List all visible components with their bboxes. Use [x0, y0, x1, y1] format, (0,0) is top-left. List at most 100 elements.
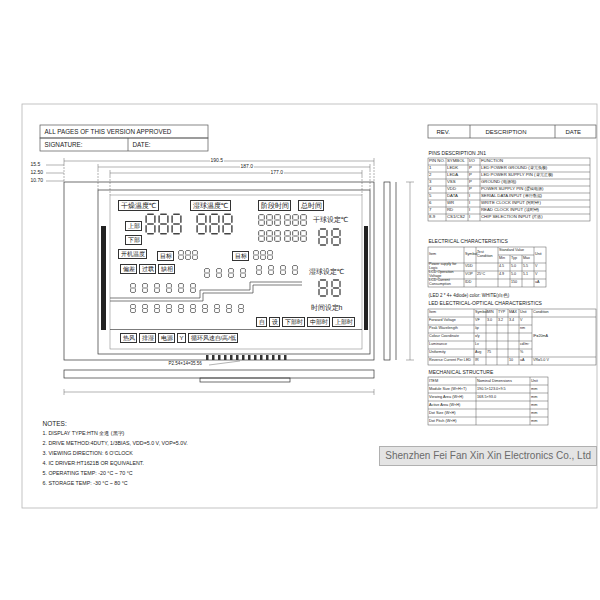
icon-text: 开机温度	[121, 251, 145, 258]
seven-segment-digits	[131, 214, 340, 312]
lcd-icon-box: 自	[256, 317, 267, 327]
table-cell: Unit	[531, 379, 547, 383]
table-cell: 4.9	[499, 273, 509, 277]
table-cell: Dot Size (W×H)	[429, 411, 475, 415]
table-cell: 5	[429, 194, 445, 199]
table-cell: 5.0	[511, 265, 521, 269]
icon-text: 缺相	[161, 266, 173, 273]
table-cell: 190.5×123.0×9.5	[477, 387, 529, 391]
table-cell: 3.2	[498, 319, 507, 323]
table-title: LED ELECTRICAL-OPTICAL CHARACTERISTICS	[428, 301, 542, 307]
title-block-text: SIGNATURE:	[44, 142, 83, 149]
table-cell: uA	[535, 281, 545, 285]
table-cell: FUNCTION	[481, 159, 589, 164]
table-cell: READ CLOCK INPUT (读时钟)	[481, 208, 589, 213]
table-cell: I	[469, 208, 479, 213]
table-cell: Typ	[511, 257, 521, 261]
table-cell: Test Condition	[477, 251, 497, 259]
table-cell: 5.1	[523, 273, 533, 277]
dimension: 190.5	[210, 158, 224, 164]
table-cell: VR=5.0 V	[533, 359, 595, 363]
table-cell: V	[535, 265, 545, 269]
table-cell: 2	[429, 173, 445, 178]
table-cell: nm	[520, 327, 531, 331]
lcd-icon-box: 上部	[125, 221, 142, 231]
table-cell: Unit	[520, 311, 531, 315]
icon-text: 目标	[235, 253, 247, 260]
dimension-lines	[46, 158, 414, 395]
icon-text: 偏差	[123, 266, 135, 273]
icon-text: 目标	[160, 253, 172, 260]
table-cell: Item	[429, 311, 473, 315]
table-cell: 8-9	[429, 215, 445, 220]
table-cell: Peak Wavelength	[429, 327, 473, 331]
icon-text: 总时间	[301, 202, 322, 210]
note: 2. DRIVE METHOD:4DUTY, 1/3BIAS, VDD=5.0 …	[42, 441, 188, 447]
table-cell: P	[469, 173, 479, 178]
table-cell: Lv	[475, 343, 485, 347]
table-cell: GROUND (电源地)	[481, 180, 589, 185]
icon-text: 中部时	[310, 319, 328, 326]
lcd-icon-box: 开机温度	[118, 249, 147, 259]
table-cell: Module Size (W×H×T)	[429, 387, 475, 391]
icon-text: Shenzhen Fei Fan Xin Xin Electronics Co.…	[385, 450, 591, 462]
dimension: 187.0	[240, 164, 254, 170]
table-cell: 3	[429, 180, 445, 185]
table-cell: VSS	[447, 180, 467, 185]
lcd-icon-box: 上部时	[332, 317, 355, 327]
pins-table-grid	[428, 158, 590, 221]
table-cell: Reverse Current Per LED	[429, 359, 473, 363]
title-block-text: DESCRIPTION	[485, 129, 527, 136]
table-cell: 1	[429, 166, 445, 171]
table-cell: SERIAL DATA INPUT (串行数据)	[481, 194, 589, 199]
table-cell: 7	[429, 208, 445, 213]
table-cell: Min	[499, 257, 509, 261]
icon-text: 热风	[123, 335, 135, 342]
table-cell: 3.0	[487, 319, 496, 323]
watermark-box: Shenzhen Fei Fan Xin Xin Electronics Co.…	[379, 446, 597, 466]
lcd-segment-lines	[110, 282, 362, 330]
lcd-icon-box: 湿球温度℃	[190, 200, 231, 211]
dimension: 10.70	[30, 178, 44, 184]
table-cell: 75	[487, 351, 496, 355]
table-cell: IR	[475, 359, 485, 363]
table-cell: 6	[429, 201, 445, 206]
icon-text: 上部时	[335, 319, 353, 326]
table-cell: x/y	[475, 335, 485, 339]
table-cell: Item	[429, 253, 463, 257]
icon-text: 排湿	[142, 335, 154, 342]
table-cell: 5.0	[511, 273, 521, 277]
table-cell: VDD	[447, 187, 467, 192]
table-cell: 150	[511, 281, 521, 285]
icon-text: 电源	[161, 335, 173, 342]
table-cell: Standard Value	[499, 249, 533, 253]
table-cell: Uniformity	[429, 351, 473, 355]
table-cell: Max	[523, 257, 533, 261]
lcd-icon-box: 设	[269, 317, 280, 327]
table-cell: VOP	[465, 273, 475, 277]
table-cell: LEDK	[447, 166, 467, 171]
table-cell: 4	[429, 187, 445, 192]
sheet-frame	[22, 104, 597, 508]
electrical-table-grid	[428, 247, 546, 287]
table-cell: Viewing Area (W×H)	[429, 395, 475, 399]
table-cell: I/O	[469, 159, 479, 164]
table-title: PINS DESCRIPTION JN1	[428, 151, 487, 157]
icon-text: 上部	[128, 223, 140, 230]
lcd-module-outline	[64, 182, 396, 382]
led-table-grid	[428, 309, 596, 365]
icon-text: 阶段时间	[261, 202, 289, 210]
table-cell: P	[469, 166, 479, 171]
table-cell: cd/m²	[520, 343, 531, 347]
table-cell: V	[535, 273, 545, 277]
table-cell: mm	[531, 419, 547, 423]
dimension: 12.50	[30, 170, 44, 176]
table-cell: mm	[531, 395, 547, 399]
table-cell: I	[469, 194, 479, 199]
table-title: ELECTRICAL CHARACTERISTICS	[428, 239, 508, 245]
dimension: 15.5	[30, 162, 41, 168]
notes-heading: NOTES:	[42, 420, 67, 427]
table-cell: 25°C	[477, 273, 497, 277]
